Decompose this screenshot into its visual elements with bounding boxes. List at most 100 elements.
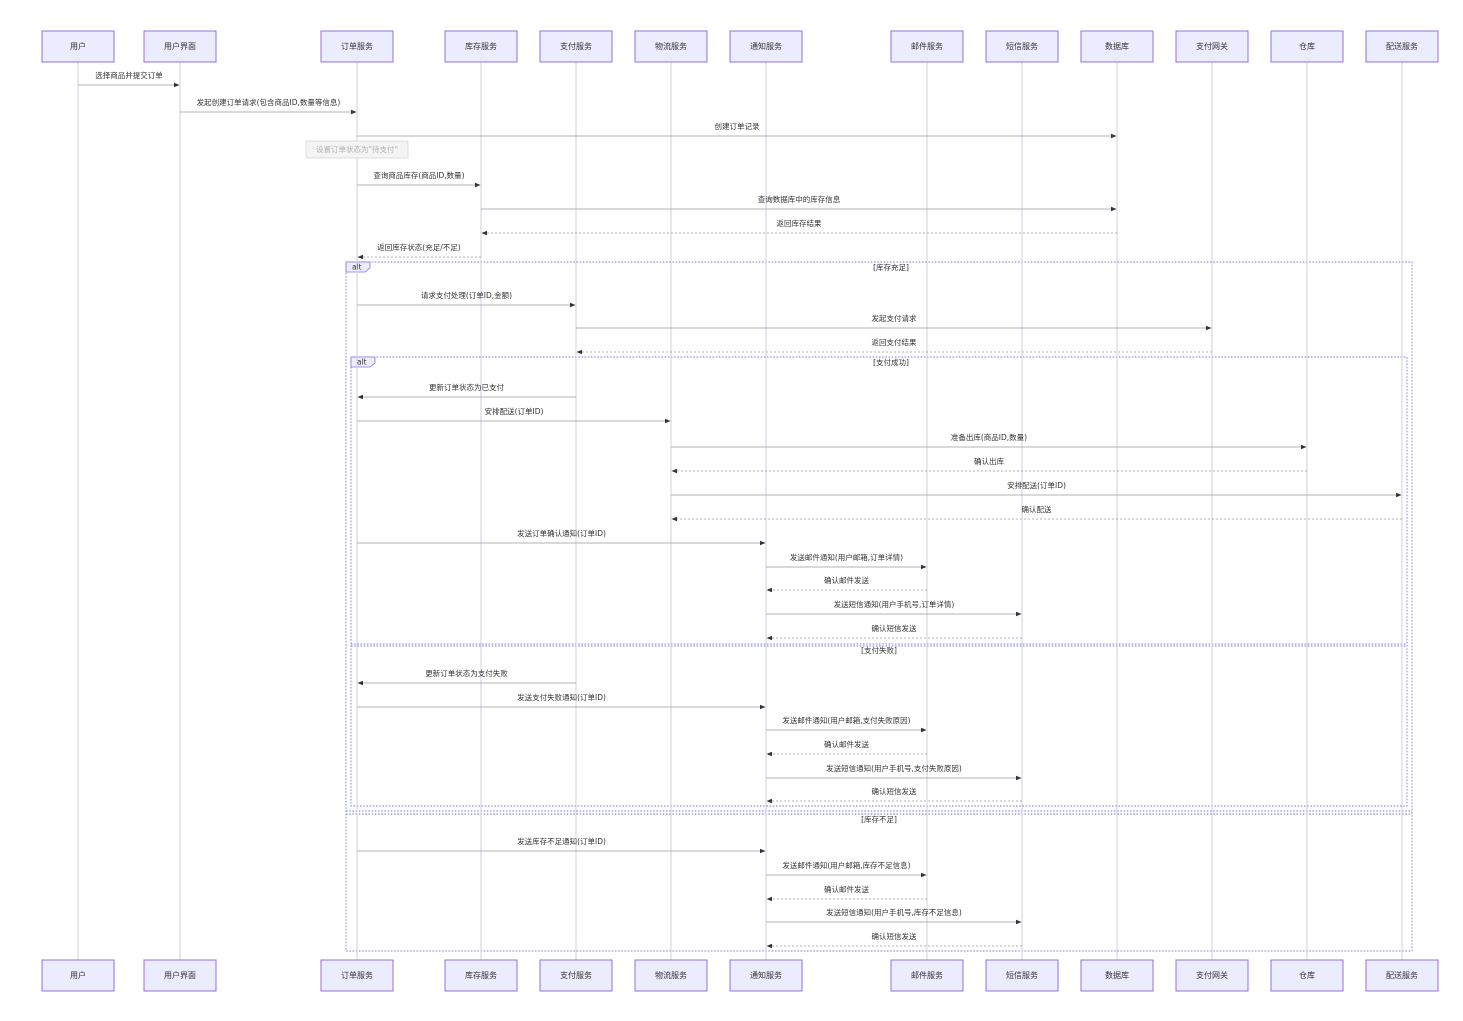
participant-label: 库存服务 [465,41,497,51]
message-23: 发送邮件通知(用户邮箱,支付失败原因) [766,715,927,733]
message-label: 确认配送 [1022,504,1052,514]
participant-label: 仓库 [1299,970,1315,980]
participant-box [539,959,613,992]
participant-logistics-top: 物流服务 [634,30,708,63]
message-22: 发送支付失败通知(订单ID) [357,692,766,710]
participant-gateway-bottom: 支付网关 [1175,959,1249,992]
participant-label: 邮件服务 [911,970,943,980]
participant-box [41,959,115,992]
message-label: 安排配送(订单ID) [485,406,544,416]
participant-payment-bottom: 支付服务 [539,959,613,992]
participant-box [143,959,217,992]
participant-label: 用户界面 [164,970,196,980]
message-label: 发起创建订单请求(包含商品ID,数量等信息) [197,97,341,107]
message-label: 发送库存不足通知(订单ID) [517,836,606,846]
participant-label: 用户界面 [164,41,196,51]
message-3: 查询商品库存(商品ID,数量) [357,170,481,188]
message-label: 返回库存结果 [777,218,822,228]
participant-label: 订单服务 [341,970,373,980]
participant-user-bottom: 用户 [41,959,115,992]
participant-sms-top: 短信服务 [985,30,1059,63]
participant-box [41,30,115,63]
participant-email-top: 邮件服务 [890,30,964,63]
participant-box [729,30,803,63]
alt-frame-1: alt[支付成功][支付失败] [350,356,1408,807]
participant-label: 支付网关 [1196,41,1228,51]
message-label: 创建订单记录 [715,121,760,131]
message-11: 安排配送(订单ID) [357,406,671,424]
alt-condition: [支付失败] [861,645,897,655]
participant-label: 短信服务 [1006,970,1038,980]
message-label: 选择商品并提交订单 [95,70,163,80]
participant-notify-top: 通知服务 [729,30,803,63]
alt-frame-border [350,356,1408,807]
message-label: 查询数据库中的库存信息 [758,194,841,204]
participant-box [634,959,708,992]
participant-ui-top: 用户界面 [143,30,217,63]
participant-label: 物流服务 [655,970,687,980]
note-text: 设置订单状态为"待支付" [316,144,398,154]
participant-box [1365,959,1439,992]
message-10: 更新订单状态为已支付 [357,382,576,400]
note: 设置订单状态为"待支付" [305,140,409,159]
participant-user-top: 用户 [41,30,115,63]
participant-label: 通知服务 [750,41,782,51]
message-5: 返回库存结果 [481,218,1117,236]
participant-label: 短信服务 [1006,41,1038,51]
participant-label: 仓库 [1299,41,1315,51]
participant-label: 支付服务 [560,41,592,51]
message-19: 发送短信通知(用户手机号,订单详情) [766,599,1022,617]
message-31: 确认短信发送 [766,931,1022,949]
participant-gateway-top: 支付网关 [1175,30,1249,63]
participant-warehouse-bottom: 仓库 [1270,959,1344,992]
participant-box [729,959,803,992]
message-label: 发起支付请求 [872,313,917,323]
message-18: 确认邮件发送 [766,575,927,593]
message-label: 发送订单确认通知(订单ID) [517,528,606,538]
message-label: 发送邮件通知(用户邮箱,支付失败原因) [782,715,910,725]
message-2: 创建订单记录 [357,121,1117,139]
participant-box [1080,959,1154,992]
message-16: 发送订单确认通知(订单ID) [357,528,766,546]
message-6: 返回库存状态(充足/不足) [357,242,481,260]
message-1: 发起创建订单请求(包含商品ID,数量等信息) [180,97,357,115]
participant-label: 支付服务 [560,970,592,980]
participant-sms-bottom: 短信服务 [985,959,1059,992]
message-4: 查询数据库中的库存信息 [481,194,1117,212]
message-15: 确认配送 [671,504,1402,522]
participant-label: 支付网关 [1196,970,1228,980]
message-13: 确认出库 [671,456,1307,474]
message-14: 安排配送(订单ID) [671,480,1402,498]
message-label: 请求支付处理(订单ID,金额) [421,290,512,300]
participant-label: 通知服务 [750,970,782,980]
participant-ui-bottom: 用户界面 [143,959,217,992]
message-label: 确认出库 [974,456,1004,466]
participant-label: 数据库 [1105,41,1129,51]
participant-label: 物流服务 [655,41,687,51]
message-29: 确认邮件发送 [766,884,927,902]
message-label: 发送邮件通知(用户邮箱,订单详情) [790,552,903,562]
participant-label: 配送服务 [1386,970,1418,980]
message-9: 返回支付结果 [576,337,1212,355]
participant-inventory-top: 库存服务 [444,30,518,63]
participant-email-bottom: 邮件服务 [890,959,964,992]
message-30: 发送短信通知(用户手机号,库存不足信息) [766,907,1022,925]
participant-box [320,30,394,63]
message-25: 发送短信通知(用户手机号,支付失败原因) [766,763,1022,781]
participant-box [444,30,518,63]
participant-delivery-top: 配送服务 [1365,30,1439,63]
message-label: 查询商品库存(商品ID,数量) [373,170,464,180]
message-24: 确认邮件发送 [766,739,927,757]
message-27: 发送库存不足通知(订单ID) [357,836,766,854]
message-label: 发送支付失败通知(订单ID) [517,692,606,702]
alt-condition: [库存不足] [861,814,897,824]
participant-box [1270,30,1344,63]
message-20: 确认短信发送 [766,623,1022,641]
message-label: 发送邮件通知(用户邮箱,库存不足信息) [782,860,910,870]
participant-db-bottom: 数据库 [1080,959,1154,992]
participant-label: 用户 [70,970,86,980]
participant-label: 订单服务 [341,41,373,51]
participant-box [1175,959,1249,992]
message-label: 返回库存状态(充足/不足) [377,242,460,252]
